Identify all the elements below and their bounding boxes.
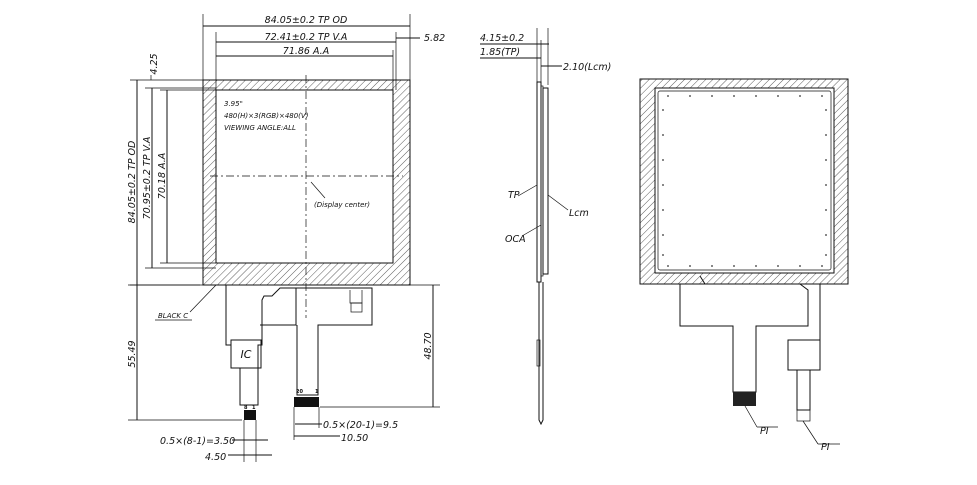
front-bezel [202, 79, 411, 286]
dim-total-thickness: 4.15±0.2 [480, 33, 524, 44]
front-view: 3.95" 480(H)×3(RGB)×480(V) VIEWING ANGLE… [127, 14, 445, 463]
dim-pitch-8: 0.5×(8-1)=3.50 [160, 436, 235, 447]
back-connector-20pin [733, 392, 756, 406]
front-active-area [215, 89, 394, 264]
label-pi-right: PI [821, 442, 830, 453]
display-center-label: (Display center) [314, 201, 370, 209]
dim-top-margin: 4.25 [149, 53, 160, 74]
ic-chip [230, 339, 262, 369]
side-view: 4.15±0.2 1.85(TP) 2.10(Lcm) TP Lcm OCA [480, 28, 611, 426]
back-bezel [639, 78, 849, 285]
connector-8pin [244, 410, 256, 420]
label-pi-left: PI [760, 426, 769, 437]
pin-8-label: 8 [244, 405, 248, 411]
dim-lcm-thickness: 2.10(Lcm) [563, 62, 611, 73]
dim-fpc-short: 48.70 [423, 332, 434, 359]
back-view: PI PI [639, 78, 849, 453]
pin-1a-label: 1 [315, 389, 319, 395]
dim-width-8: 4.50 [205, 452, 226, 463]
lcm-layer [542, 87, 549, 275]
label-oca: OCA [505, 234, 526, 245]
label-tp: TP [508, 190, 520, 201]
spec-viewing-angle: VIEWING ANGLE:ALL [224, 124, 296, 132]
dim-right-margin: 5.82 [424, 33, 445, 44]
dim-tp-thickness: 1.85(TP) [480, 47, 520, 58]
dim-width-od: 84.05±0.2 TP OD [265, 15, 348, 26]
spec-resolution: 480(H)×3(RGB)×480(V) [224, 112, 309, 120]
back-ic-chip [787, 339, 821, 371]
label-lcm: Lcm [569, 208, 589, 219]
spec-size: 3.95" [224, 100, 243, 108]
edge-dots [662, 95, 827, 267]
connector-20pin [294, 397, 319, 407]
dim-fpc-long: 55.49 [127, 340, 138, 367]
dim-height-od: 84.05±0.2 TP OD [127, 141, 138, 224]
dim-pitch-20: 0.5×(20-1)=9.5 [323, 420, 398, 431]
ic-label: IC [241, 348, 252, 361]
dim-height-aa: 70.18 A.A [157, 153, 168, 199]
tp-layer [536, 81, 542, 283]
black-c-label: BLACK C [158, 312, 188, 320]
dim-width-va: 72.41±0.2 TP V.A [265, 32, 348, 43]
dim-width-aa: 71.86 A.A [283, 46, 329, 57]
dim-width-20: 10.50 [341, 433, 368, 444]
pin-20-label: 20 [296, 389, 303, 395]
pin-1b-label: 1 [252, 405, 256, 411]
back-fpc-outline [679, 275, 821, 411]
dim-height-va: 70.95±0.2 TP V.A [142, 137, 153, 220]
back-connector-8pin [796, 409, 811, 422]
